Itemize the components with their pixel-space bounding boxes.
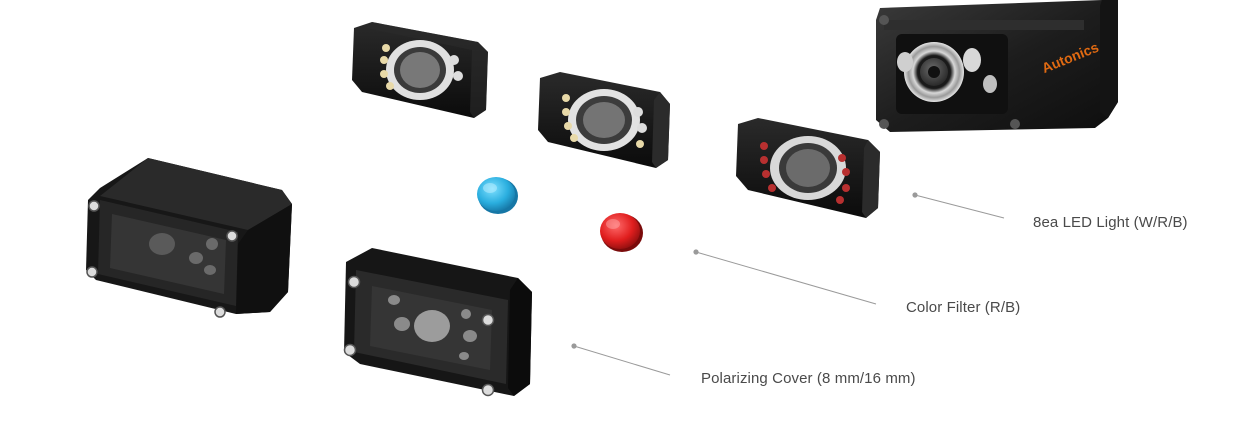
led-light-module-white xyxy=(352,22,488,118)
polarizing-cover-left xyxy=(86,158,292,318)
callout-led-light: 8ea LED Light (W/R/B) xyxy=(1033,214,1188,231)
led-light-module-white-2 xyxy=(538,72,670,168)
callout-color-filter: Color Filter (R/B) xyxy=(906,299,1021,316)
color-filter-blue xyxy=(477,177,518,214)
leader-line-led xyxy=(912,192,1005,219)
vision-sensor-body: Autonics xyxy=(876,0,1118,132)
polarizing-cover-center xyxy=(343,248,532,397)
color-filter-red xyxy=(600,213,643,252)
callout-polarizing-cover: Polarizing Cover (8 mm/16 mm) xyxy=(701,370,916,387)
led-light-module-red xyxy=(736,118,880,218)
leader-line-filter xyxy=(693,249,877,305)
leader-line-cover xyxy=(571,343,671,376)
